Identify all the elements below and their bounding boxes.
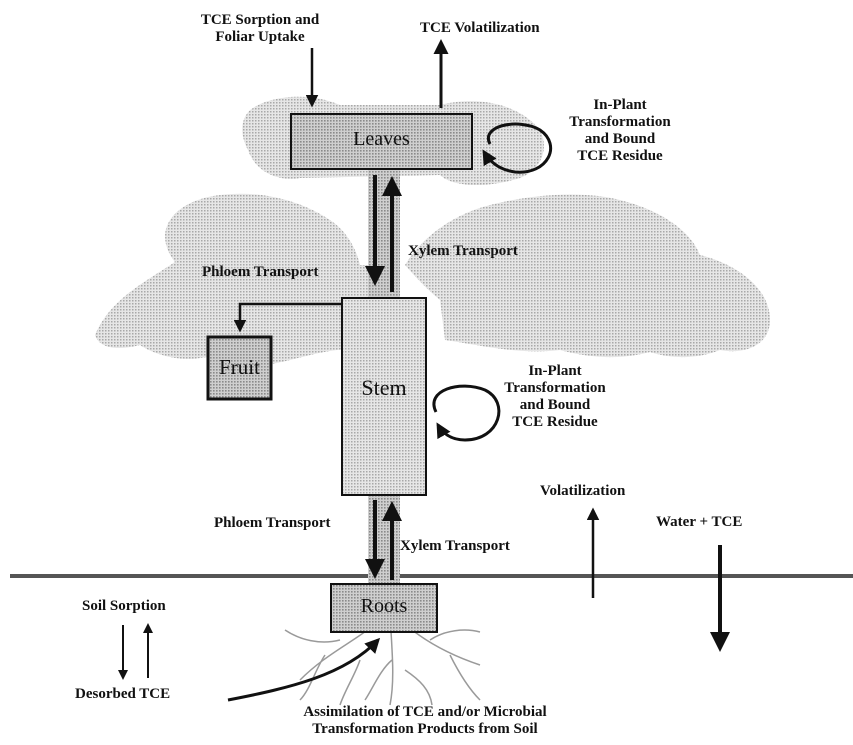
assimilation-line2: Transformation Products from Soil — [312, 721, 538, 737]
tce-volatilization-label: TCE Volatilization — [420, 20, 540, 36]
inplant-top-line3: and Bound — [584, 131, 656, 147]
inplant-mid-line2: Transformation — [504, 380, 606, 396]
stem-column-upper — [368, 165, 400, 300]
fruit-box — [206, 335, 273, 401]
assimilation-line1: Assimilation of TCE and/or Microbial — [303, 704, 547, 720]
assimilation-arrow — [227, 637, 381, 702]
stem-label: Stem — [361, 375, 407, 400]
ground-line — [10, 574, 853, 578]
inplant-mid-line3: and Bound — [519, 397, 591, 413]
inplant-top-line4: TCE Residue — [577, 148, 663, 164]
inplant-mid-line1: In-Plant — [528, 363, 582, 379]
xylem-transport-upper-label: Xylem Transport — [408, 243, 518, 259]
fruit-label: Fruit — [219, 355, 260, 379]
leaves-label: Leaves — [353, 128, 410, 150]
desorbed-tce-label: Desorbed TCE — [75, 686, 171, 702]
phloem-to-fruit-arrow — [233, 302, 342, 333]
tce-sorption-line2: Foliar Uptake — [215, 29, 305, 45]
tce-sorption-line1: TCE Sorption and — [200, 12, 320, 28]
inplant-top-line1: In-Plant — [593, 97, 647, 113]
soil-sorption-label: Soil Sorption — [82, 598, 166, 614]
assimilation-label: Assimilation of TCE and/or Microbial Tra… — [280, 704, 570, 738]
tce-sorption-label: TCE Sorption and Foliar Uptake — [170, 12, 350, 46]
inplant-mid-label: In-Plant Transformation and Bound TCE Re… — [490, 363, 620, 431]
xylem-transport-lower-label: Xylem Transport — [400, 538, 510, 554]
leaves-loop-arrow — [482, 122, 553, 174]
volatilization-label: Volatilization — [540, 483, 626, 499]
inplant-top-label: In-Plant Transformation and Bound TCE Re… — [560, 97, 680, 165]
roots-box — [330, 583, 438, 633]
inplant-mid-line4: TCE Residue — [512, 414, 598, 430]
phloem-transport-lower-label: Phloem Transport — [214, 515, 331, 531]
roots-label: Roots — [360, 595, 408, 617]
inplant-top-line2: Transformation — [569, 114, 671, 130]
stem-box — [341, 297, 427, 496]
stem-column-lower — [368, 495, 400, 585]
stem-loop-arrow — [432, 384, 501, 442]
phloem-transport-upper-label: Phloem Transport — [202, 264, 319, 280]
leaves-box — [290, 113, 473, 170]
water-tce-label: Water + TCE — [656, 514, 743, 530]
